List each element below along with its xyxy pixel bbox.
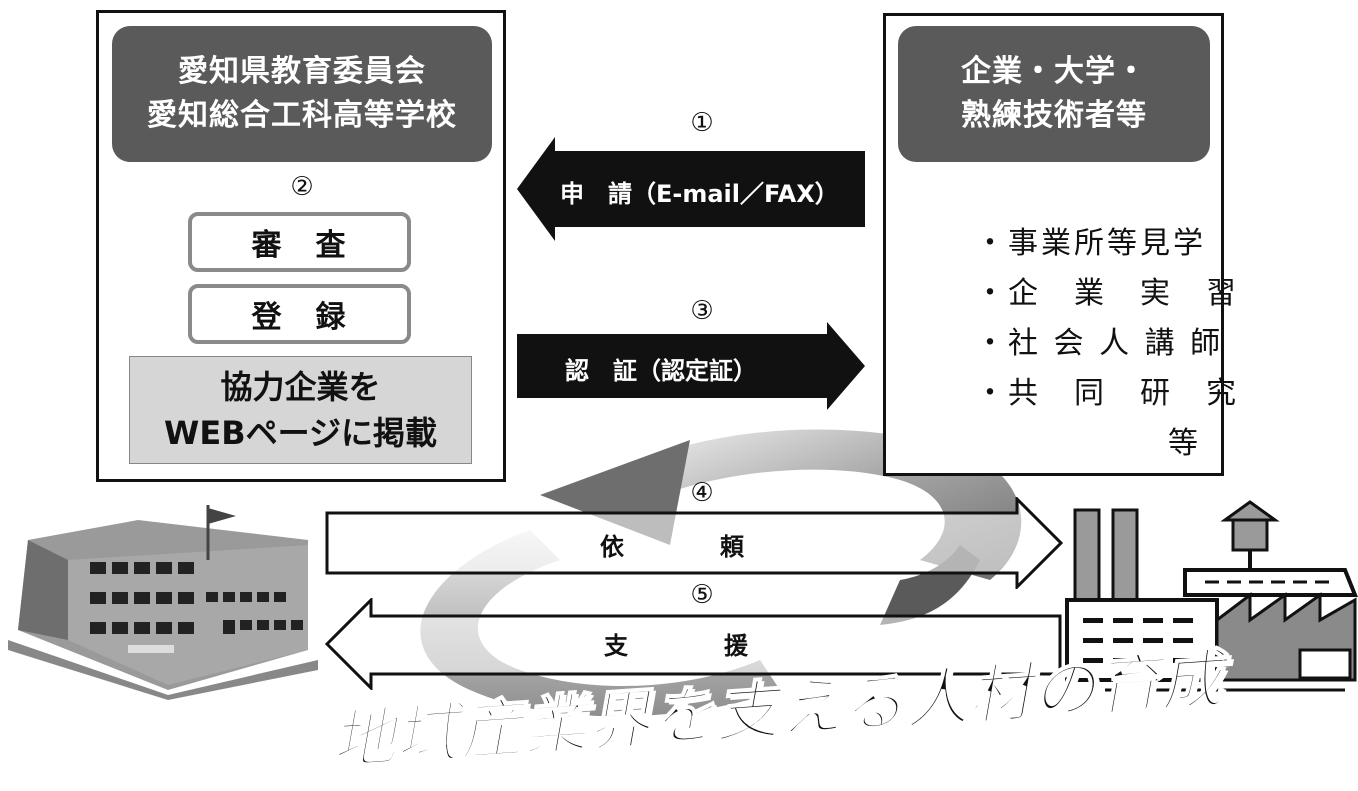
publish-line-1: 協力企業を (220, 368, 381, 406)
review-step: 審 査 (188, 212, 411, 272)
step-number-3: ③ (690, 296, 714, 326)
school-building-icon (8, 505, 318, 700)
step-number-2: ② (290, 172, 314, 202)
activity-item-3: ・社 会 人 講 師 (975, 326, 1224, 361)
support-arrow-label: 支 援 (604, 632, 748, 660)
request-arrow-label: 依 頼 (600, 533, 744, 561)
certify-arrow (517, 322, 865, 410)
apply-arrow (517, 137, 865, 241)
right-title-line-2: 熟練技術者等 (961, 98, 1147, 133)
right-title-line-1: 企業・大学・ (961, 54, 1147, 89)
left-panel-title: 愛知県教育委員会 愛知総合工科高等学校 (112, 26, 492, 162)
right-panel-title: 企業・大学・ 熟練技術者等 (898, 26, 1210, 162)
step-number-1: ① (690, 108, 714, 138)
publish-box: 協力企業を WEBページに掲載 (129, 356, 472, 464)
step-number-5: ⑤ (690, 580, 714, 610)
request-arrow (325, 497, 1064, 589)
register-step: 登 録 (188, 284, 411, 344)
certify-arrow-label: 認 証（認定証） (565, 357, 757, 385)
activity-item-4: ・共 同 研 究 (975, 376, 1239, 411)
left-title-line-1: 愛知県教育委員会 (178, 54, 426, 89)
apply-arrow-label: 申 請（E-mail／FAX） (560, 180, 839, 208)
step-number-4: ④ (690, 478, 714, 508)
publish-line-2: WEBページに掲載 (164, 414, 437, 452)
activity-item-1: ・事業所等見学 (975, 226, 1206, 261)
left-title-line-2: 愛知総合工科高等学校 (147, 98, 457, 133)
activity-item-2: ・企 業 実 習 (975, 276, 1239, 311)
activity-items-suffix: 等 (1168, 426, 1198, 461)
factory-icon (1065, 500, 1358, 692)
support-arrow (325, 598, 1062, 690)
